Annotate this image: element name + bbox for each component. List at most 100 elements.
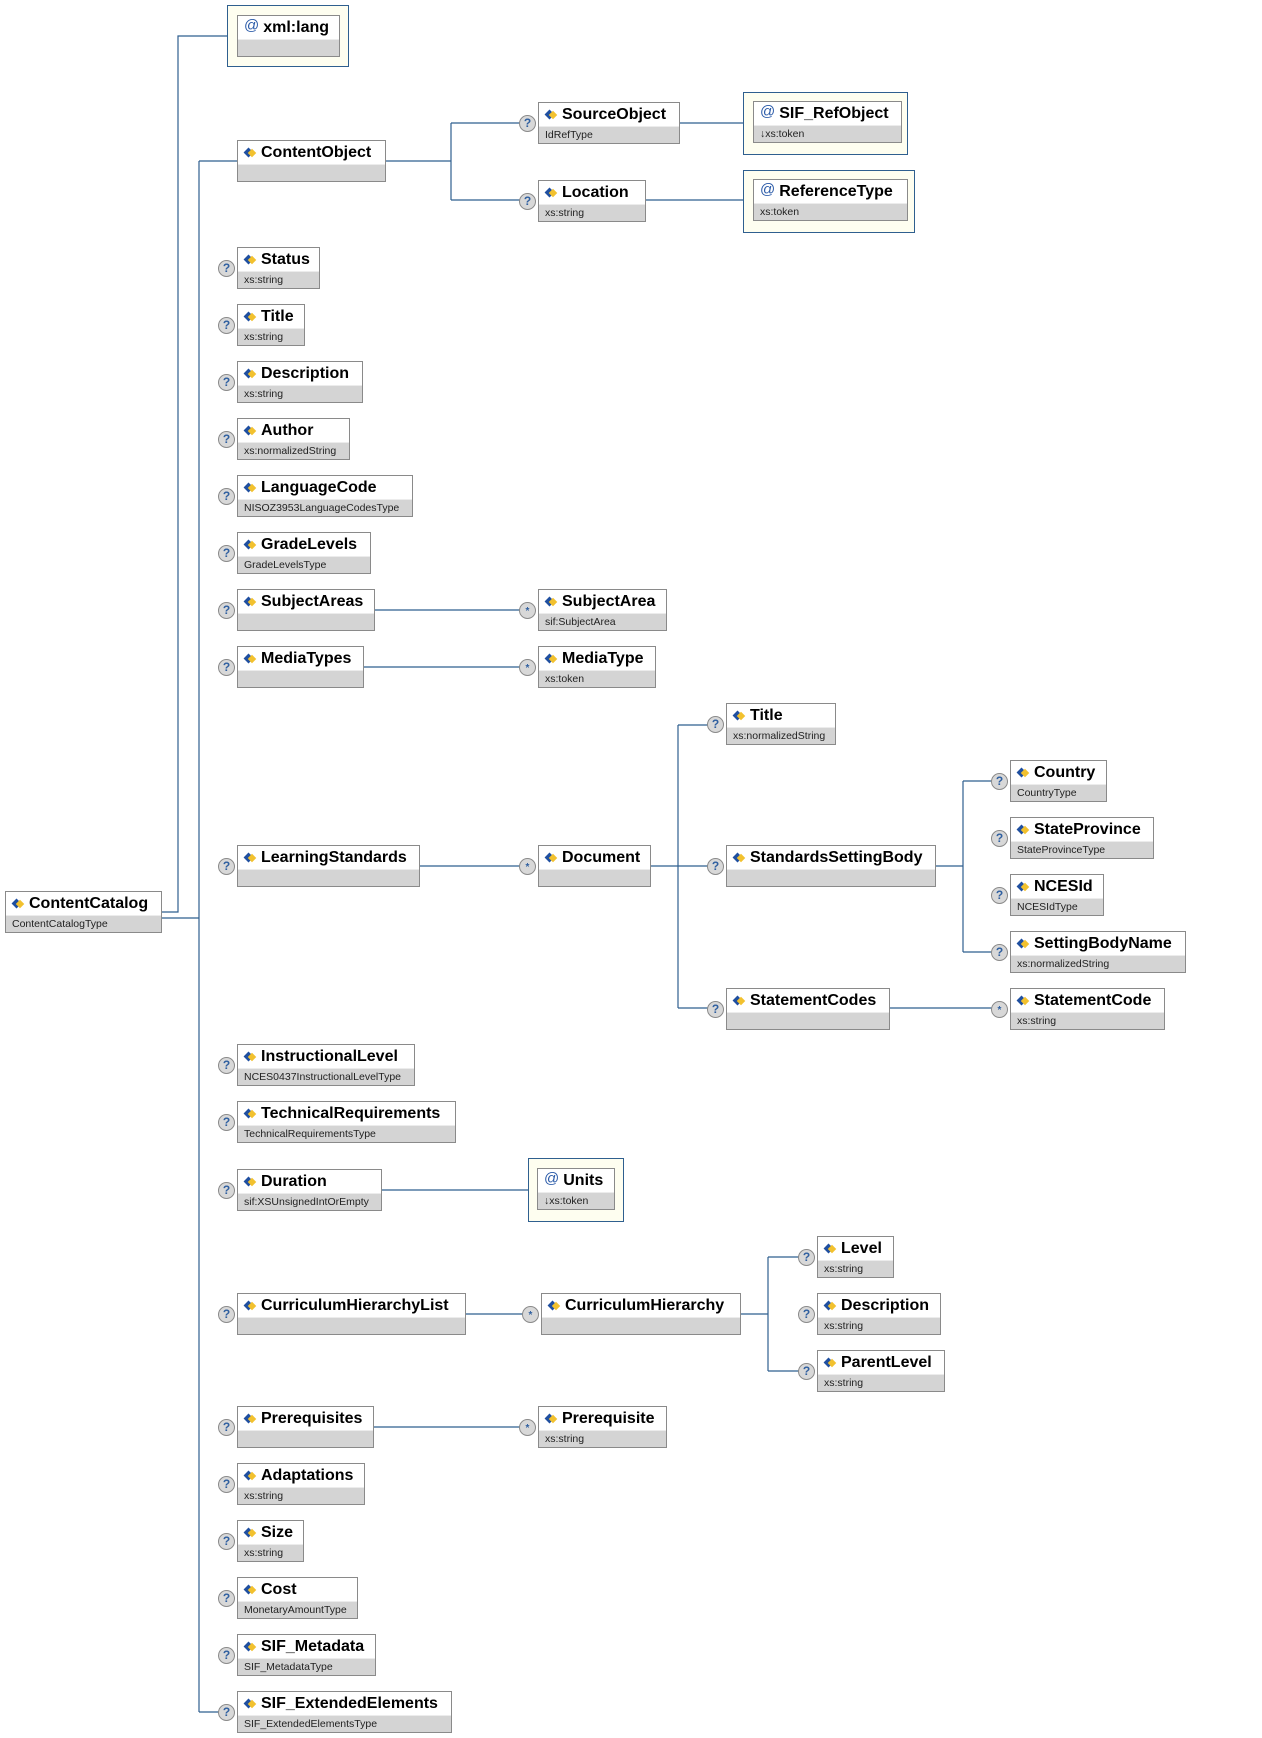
element-document[interactable]: Document xyxy=(538,845,651,887)
element-type: xs:normalizedString xyxy=(244,445,337,457)
element-type: xs:string xyxy=(244,331,284,343)
optional-indicator-icon: ? xyxy=(707,1001,724,1018)
element-statement-codes[interactable]: StatementCodes xyxy=(726,988,890,1030)
element-subject-areas[interactable]: SubjectAreas xyxy=(237,589,375,631)
attribute-at-icon: @ xyxy=(544,1169,560,1187)
element-learning-standards[interactable]: LearningStandards xyxy=(237,845,420,887)
element-content-object[interactable]: ContentObject xyxy=(237,140,386,182)
element-name: Status xyxy=(261,250,310,268)
element-name: ParentLevel xyxy=(841,1353,932,1371)
optional-indicator-icon: ? xyxy=(798,1363,815,1380)
element-name: Description xyxy=(261,364,350,382)
element-standards-setting-body[interactable]: StandardsSettingBody xyxy=(726,845,936,887)
element-curriculum-hierarchy-list[interactable]: CurriculumHierarchyList xyxy=(237,1293,466,1335)
attribute-units[interactable]: @Units↓xs:token xyxy=(537,1168,615,1210)
element-type: xs:normalizedString xyxy=(733,730,826,742)
repeat-indicator-icon: * xyxy=(519,1419,536,1436)
element-adaptations[interactable]: Adaptations xs:string xyxy=(237,1463,365,1505)
optional-indicator-icon: ? xyxy=(218,1114,235,1131)
element-type: NCESIdType xyxy=(1017,901,1078,913)
element-name: StatementCode xyxy=(1034,991,1152,1009)
element-name: NCESId xyxy=(1034,877,1093,895)
connector-root-attr xyxy=(162,35,227,913)
element-type: SIF_MetadataType xyxy=(244,1661,333,1673)
optional-indicator-icon: ? xyxy=(218,1476,235,1493)
element-name: InstructionalLevel xyxy=(261,1047,398,1065)
element-media-types[interactable]: MediaTypes xyxy=(237,646,364,688)
element-name: CurriculumHierarchy xyxy=(565,1296,725,1314)
element-icon xyxy=(1017,996,1030,1006)
element-name: SubjectAreas xyxy=(261,592,364,610)
element-name: StandardsSettingBody xyxy=(750,848,923,866)
element-type: CountryType xyxy=(1017,787,1077,799)
attribute-xml-lang[interactable]: @xml:lang xyxy=(237,15,340,57)
attribute-name: xml:lang xyxy=(263,18,330,36)
element-icon xyxy=(733,853,746,863)
optional-indicator-icon: ? xyxy=(218,659,235,676)
element-type: xs:string xyxy=(824,1263,864,1275)
element-status[interactable]: Status xs:string xyxy=(237,247,320,289)
element-prerequisites[interactable]: Prerequisites xyxy=(237,1406,374,1448)
attribute-at-icon: @ xyxy=(760,102,776,120)
element-type: GradeLevelsType xyxy=(244,559,327,571)
element-name: MediaTypes xyxy=(261,649,352,667)
optional-indicator-icon: ? xyxy=(218,488,235,505)
attribute-sif-ref-object[interactable]: @SIF_RefObject↓xs:token xyxy=(753,101,902,143)
element-icon xyxy=(1017,825,1030,835)
element-name: StateProvince xyxy=(1034,820,1141,838)
element-type: xs:string xyxy=(244,1490,284,1502)
element-type: xs:string xyxy=(244,388,284,400)
optional-indicator-icon: ? xyxy=(218,431,235,448)
attribute-at-icon: @ xyxy=(244,16,260,34)
root-element-content-catalog[interactable]: ContentCatalog ContentCatalogType xyxy=(5,891,162,933)
element-type: IdRefType xyxy=(545,129,593,141)
optional-indicator-icon: ? xyxy=(218,858,235,875)
element-type: xs:normalizedString xyxy=(1017,958,1110,970)
element-name: Document xyxy=(562,848,641,866)
element-icon xyxy=(244,1414,257,1424)
element-icon xyxy=(244,853,257,863)
element-name: Adaptations xyxy=(261,1466,354,1484)
element-icon xyxy=(545,188,558,198)
element-type: xs:string xyxy=(244,274,284,286)
element-description[interactable]: Description xs:string xyxy=(237,361,363,403)
element-name: SIF_ExtendedElements xyxy=(261,1694,438,1712)
element-type: sif:SubjectArea xyxy=(545,616,616,628)
element-type: sif:XSUnsignedIntOrEmpty xyxy=(244,1196,369,1208)
element-icon xyxy=(1017,882,1030,892)
element-type: TechnicalRequirementsType xyxy=(244,1128,376,1140)
optional-indicator-icon: ? xyxy=(707,858,724,875)
element-curriculum-hierarchy[interactable]: CurriculumHierarchy xyxy=(541,1293,741,1335)
element-name: MediaType xyxy=(562,649,644,667)
element-type: MonetaryAmountType xyxy=(244,1604,347,1616)
element-icon xyxy=(548,1301,561,1311)
element-name: Location xyxy=(562,183,629,201)
element-icon xyxy=(545,110,558,120)
